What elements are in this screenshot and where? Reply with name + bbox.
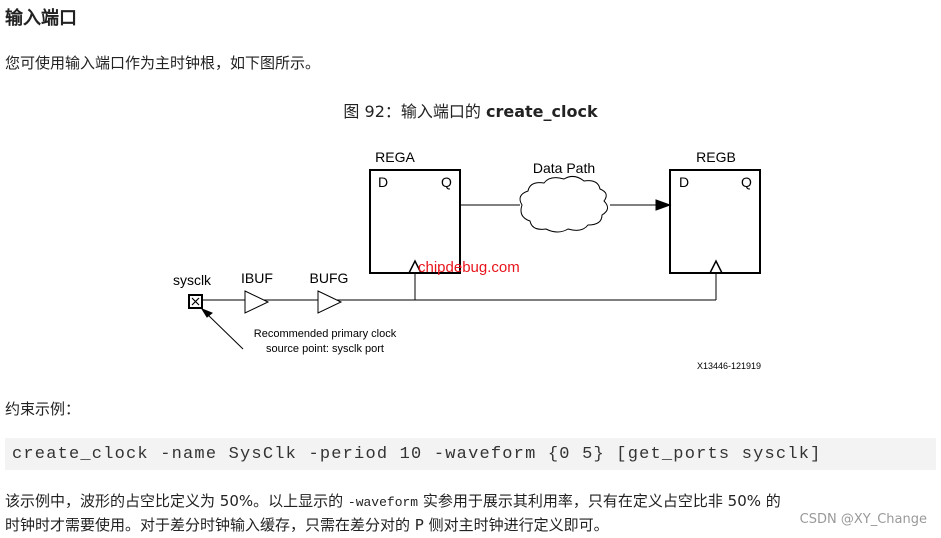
csdn-watermark: CSDN @XY_Change bbox=[799, 512, 927, 527]
code-block: create_clock -name SysClk -period 10 -wa… bbox=[5, 438, 936, 470]
clock-diagram: REGA REGB D Q D Q Data Path sysclk IBUF … bbox=[173, 149, 761, 371]
para-part2: 实参用于展示其利用率，只有在定义占空比非 50% 的 bbox=[418, 492, 781, 510]
code-text: create_clock -name SysClk -period 10 -wa… bbox=[12, 445, 822, 464]
watermark-chipdebug: chipdebug.com bbox=[418, 259, 520, 276]
bufg-icon bbox=[317, 290, 343, 314]
para-code: -waveform bbox=[347, 495, 419, 510]
explanation-paragraph: 该示例中，波形的占空比定义为 50%。以上显示的 -waveform 实参用于展… bbox=[5, 490, 781, 537]
note-line2: source point: sysclk port bbox=[266, 343, 384, 355]
para-part1: 该示例中，波形的占空比定义为 50%。以上显示的 bbox=[5, 492, 348, 510]
rega-clock-pin-icon bbox=[408, 259, 422, 274]
arrow-icon bbox=[655, 199, 672, 211]
note-line1: Recommended primary clock bbox=[254, 328, 397, 340]
ibuf-label: IBUF bbox=[241, 270, 273, 286]
rega-label: REGA bbox=[375, 149, 415, 165]
bufg-label: BUFG bbox=[310, 270, 349, 286]
caption-bold: create_clock bbox=[485, 102, 598, 121]
rega-q: Q bbox=[441, 174, 452, 190]
regb-q: Q bbox=[741, 174, 752, 190]
caption-prefix: 图 92：输入端口的 bbox=[343, 102, 486, 121]
section-heading: 输入端口 bbox=[5, 8, 77, 29]
regb-label: REGB bbox=[696, 149, 736, 165]
regb-clock-pin-icon bbox=[709, 259, 723, 274]
rega-d: D bbox=[378, 174, 388, 190]
regb-d: D bbox=[679, 174, 689, 190]
sysclk-label: sysclk bbox=[173, 272, 212, 288]
regb-box bbox=[669, 169, 761, 274]
para-line2: 时钟时才需要使用。对于差分时钟输入缓存，只需在差分对的 P 侧对主时钟进行定义即… bbox=[5, 516, 609, 534]
ibuf-icon bbox=[244, 290, 270, 314]
example-label: 约束示例： bbox=[5, 400, 81, 418]
data-path-label: Data Path bbox=[533, 160, 595, 176]
intro-text: 您可使用输入端口作为主时钟根，如下图所示。 bbox=[5, 54, 321, 72]
figure-caption: 图 92：输入端口的 create_clock bbox=[0, 98, 941, 122]
figure-id: X13446-121919 bbox=[697, 361, 761, 371]
data-path-cloud-icon bbox=[519, 175, 608, 233]
